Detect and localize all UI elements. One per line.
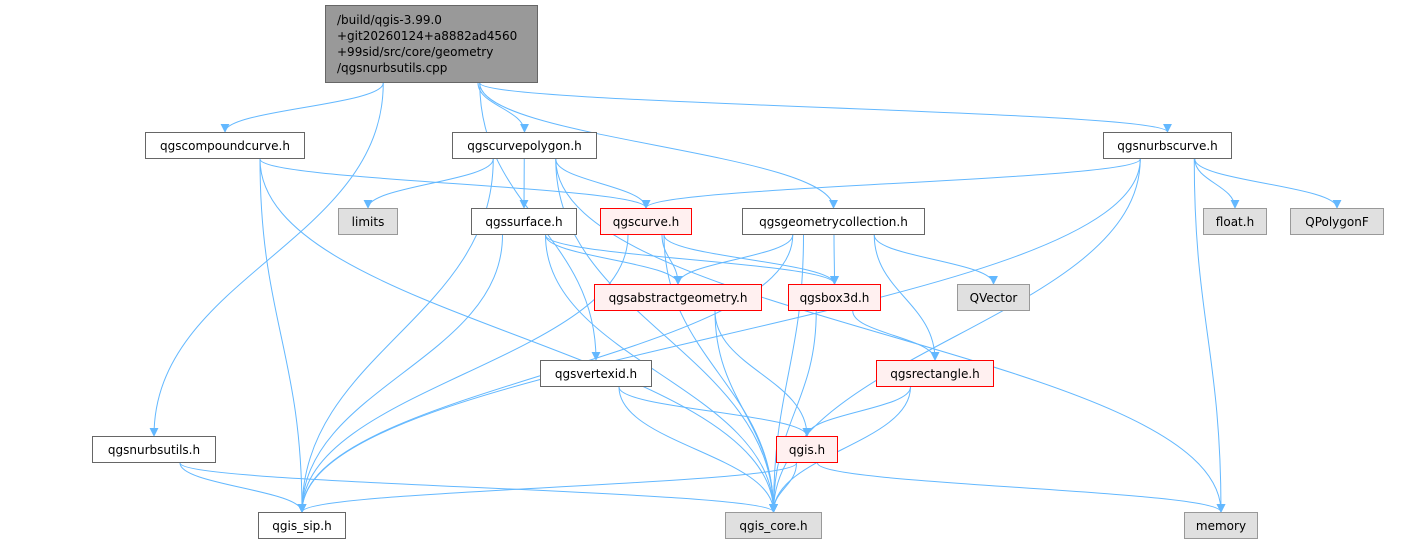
node-qgsnurbsutils-h[interactable]: qgsnurbsutils.h (92, 436, 216, 463)
edge-root-to-compoundcurve (220, 82, 384, 133)
node-qgsabstractgeometry-h[interactable]: qgsabstractgeometry.h (594, 284, 762, 311)
node-qgsgeometrycollection-h[interactable]: qgsgeometrycollection.h (742, 208, 925, 235)
node-qgssurface-h[interactable]: qgssurface.h (471, 208, 577, 235)
edge-nurbscurve-to-memory (1193, 158, 1226, 513)
node-qgscurve-h[interactable]: qgscurve.h (600, 208, 692, 235)
edge-compoundcurve-to-qgis_core (259, 158, 778, 513)
node-limits: limits (338, 208, 398, 235)
edge-geometrycollection-to-box3d (829, 234, 839, 285)
edge-nurbsutils-to-qgis_sip (179, 462, 307, 513)
edge-rectangle-to-qgis (802, 386, 911, 437)
node-qgis-h[interactable]: qgis.h (776, 436, 838, 463)
edge-surface-to-abstractgeometry (545, 234, 683, 285)
node-qvector: QVector (957, 284, 1030, 311)
node-float-h: float.h (1203, 208, 1267, 235)
node-qgsvertexid-h[interactable]: qgsvertexid.h (540, 360, 652, 387)
edge-root-to-curvepolygon (477, 82, 529, 133)
node-qgis-core-h: qgis_core.h (725, 512, 822, 539)
edge-nurbscurve-to-qpolygonf (1194, 158, 1342, 209)
edge-qgis-to-qgis_sip (297, 462, 797, 513)
edge-qgis-to-memory (817, 462, 1226, 513)
edge-curvepolygon-to-limits (363, 158, 494, 209)
edge-nurbsutils-to-qgis_core (179, 462, 778, 513)
edge-surface-to-qgis_sip (297, 234, 503, 513)
edge-root-to-geometrycollection (479, 82, 838, 209)
node-qpolygonf: QPolygonF (1290, 208, 1384, 235)
edge-abstractgeometry-to-qgis (714, 310, 812, 437)
edge-compoundcurve-to-curve (259, 158, 651, 209)
edge-vertexid-to-qgis (618, 386, 812, 437)
edge-nurbscurve-to-curve (641, 158, 1141, 209)
edge-geometrycollection-to-abstractgeometry (673, 234, 794, 285)
node-root-qgsnurbsutils-cpp: /build/qgis-3.99.0 +git20260124+a8882ad4… (325, 5, 538, 83)
edge-curvepolygon-to-memory (555, 158, 1226, 513)
edge-geometrycollection-to-rectangle (873, 234, 940, 361)
edge-curve-to-box3d (663, 234, 839, 285)
edge-qgis-to-qgis_core (769, 462, 797, 513)
edge-abstractgeometry-to-qgis_core (714, 310, 778, 513)
edge-rectangle-to-qgis_core (769, 386, 911, 513)
edge-surface-to-box3d (545, 234, 839, 285)
edge-box3d-to-qgis_core (769, 310, 817, 513)
node-qgsrectangle-h[interactable]: qgsrectangle.h (876, 360, 994, 387)
edge-vertexid-to-qgis_core (618, 386, 778, 513)
edge-root-to-nurbsutils (149, 82, 384, 437)
edge-curve-to-qgis_sip (297, 234, 629, 513)
node-qgscurvepolygon-h[interactable]: qgscurvepolygon.h (452, 132, 597, 159)
node-qgsbox3d-h[interactable]: qgsbox3d.h (788, 284, 881, 311)
edge-root-to-nurbscurve (479, 82, 1172, 133)
edge-curvepolygon-to-curve (555, 158, 651, 209)
edge-nurbscurve-to-floath (1194, 158, 1240, 209)
node-qgis-sip-h[interactable]: qgis_sip.h (258, 512, 346, 539)
edge-surface-to-qgis_core (545, 234, 778, 513)
node-qgscompoundcurve-h[interactable]: qgscompoundcurve.h (145, 132, 305, 159)
edge-geometrycollection-to-qvector (873, 234, 998, 285)
node-qgsnurbscurve-h[interactable]: qgsnurbscurve.h (1103, 132, 1232, 159)
edge-curve-to-qgis_core (663, 234, 778, 513)
edge-geometrycollection-to-qgis_core (769, 234, 804, 513)
node-memory: memory (1184, 512, 1258, 539)
edge-box3d-to-rectangle (852, 310, 940, 361)
edge-compoundcurve-to-qgis_sip (259, 158, 307, 513)
